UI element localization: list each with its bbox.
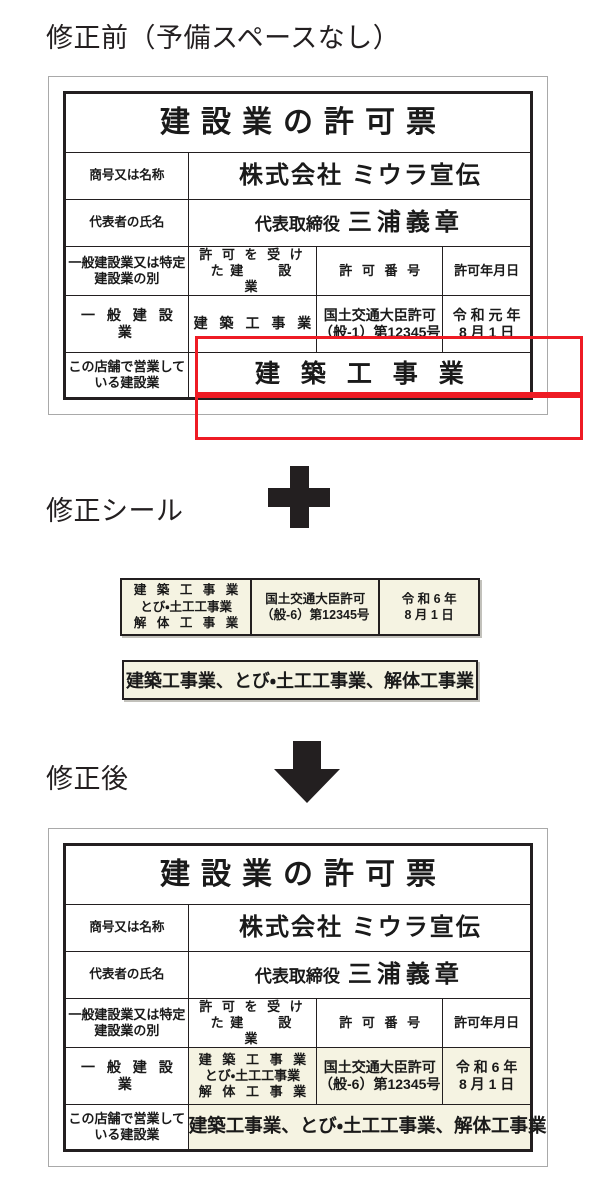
value-representative-after: 代表取締役三浦義章 [187, 951, 533, 999]
sticker-date-line1: 令 和 6 年 [401, 591, 457, 606]
rep-title-after: 代表取締役 [254, 967, 340, 987]
table-row-column-headers: 一般建設業又は特定建設業の別 許 可 を 受 け た 建 設 業 許 可 番 号… [64, 246, 532, 296]
sticker-date-line2: 8 月 1 日 [404, 608, 454, 622]
permit-table-after: 建設業の許可票 商号又は名称 株式会社 ミウラ宣伝 代表者の氏名 代表取締役三浦… [63, 843, 547, 1152]
table-row-company: 商号又は名称 株式会社 ミウラ宣伝 [64, 152, 533, 200]
after-date-line2: 8 月 1 日 [459, 1075, 515, 1092]
value-license-number-after: 国土交通大臣許可 （般-6）第12345号 [316, 1046, 444, 1105]
before-section-title: 修正前（予備スペースなし） [46, 23, 401, 53]
after-number-line2: （般-6）第12345号 [319, 1075, 441, 1092]
sticker-number-line1: 国土交通大臣許可 [265, 591, 366, 606]
table-row-company: 商号又は名称 株式会社 ミウラ宣伝 [64, 904, 533, 952]
permit-sign-before: 建設業の許可票 商号又は名称 株式会社 ミウラ宣伝 代表者の氏名 代表取締役三浦… [48, 76, 583, 440]
label-license-date: 許可年月日 [442, 246, 532, 296]
license-date-line1: 令 和 元 年 [452, 306, 521, 323]
table-row-license-data: 一 般 建 設 業 建 築 工 事 業 国土交通大臣許可 （般-1）第12345… [64, 294, 532, 353]
label-licensed-trade-after: 許 可 を 受 け た 建 設 業 [187, 998, 323, 1048]
label-representative: 代表者の氏名 [64, 199, 189, 247]
table-row-representative: 代表者の氏名 代表取締役三浦義章 [64, 951, 533, 999]
sign-header-title-after: 建設業の許可票 [64, 844, 532, 905]
sticker-license-number: 国土交通大臣許可 （般-6）第12345号 [250, 580, 378, 634]
label-shop-trades-after: この店舗で営業している建設業 [64, 1103, 189, 1151]
highlight-shop-row [195, 395, 583, 440]
license-number-line2: （般-1）第12345号 [319, 323, 441, 340]
permit-sign-after: 建設業の許可票 商号又は名称 株式会社 ミウラ宣伝 代表者の氏名 代表取締役三浦… [48, 828, 548, 1167]
after-number-line1: 国土交通大臣許可 [323, 1058, 436, 1075]
table-row-column-headers: 一般建設業又は特定建設業の別 許 可 を 受 け た 建 設 業 許 可 番 号… [64, 998, 532, 1048]
sticker-number-line2: （般-6）第12345号 [261, 608, 370, 622]
down-arrow-icon [274, 741, 340, 803]
value-license-date-before: 令 和 元 年 8 月 1 日 [442, 294, 532, 353]
rep-title: 代表取締役 [254, 215, 340, 235]
after-trade-1: 建 築 工 事 業 [198, 1051, 310, 1067]
after-trade-3: 解 体 工 事 業 [198, 1083, 310, 1099]
value-shop-trades-before: 建 築 工 事 業 [187, 351, 533, 399]
sticker-license-date: 令 和 6 年 8 月 1 日 [378, 580, 478, 634]
sign-header-title: 建設業の許可票 [64, 92, 532, 153]
label-license-date-after: 許可年月日 [442, 998, 532, 1048]
sticker-trade-2: とび・土工工事業 [140, 599, 232, 614]
label-shop-trades: この店舗で営業している建設業 [64, 351, 189, 399]
label-licensed-trade: 許 可 を 受 け た 建 設 業 [187, 246, 323, 296]
license-date-line2: 8 月 1 日 [459, 323, 515, 340]
after-section-title: 修正後 [46, 764, 129, 794]
after-date-line1: 令 和 6 年 [455, 1058, 518, 1075]
table-row-shop-trades: この店舗で営業している建設業 建 築 工 事 業 [64, 351, 533, 399]
correction-sticker-license-row: 建 築 工 事 業 とび・土工工事業 解 体 工 事 業 国土交通大臣許可 （般… [120, 578, 480, 636]
label-license-class-after: 一般建設業又は特定建設業の別 [64, 998, 189, 1048]
sticker-trade-3: 解 体 工 事 業 [133, 616, 242, 631]
license-number-line1: 国土交通大臣許可 [323, 306, 436, 323]
table-row-representative: 代表者の氏名 代表取締役三浦義章 [64, 199, 533, 247]
value-license-date-after: 令 和 6 年 8 月 1 日 [442, 1046, 532, 1105]
sticker-trades: 建 築 工 事 業 とび・土工工事業 解 体 工 事 業 [122, 580, 250, 634]
after-trade-2: とび・土工工事業 [204, 1067, 301, 1083]
value-licensed-trade-before: 建 築 工 事 業 [187, 294, 318, 353]
value-company: 株式会社 ミウラ宣伝 [187, 152, 533, 200]
value-company-after: 株式会社 ミウラ宣伝 [187, 904, 533, 952]
permit-table-before: 建設業の許可票 商号又は名称 株式会社 ミウラ宣伝 代表者の氏名 代表取締役三浦… [63, 91, 533, 400]
value-license-class-after: 一 般 建 設 業 [64, 1046, 189, 1105]
value-license-class: 一 般 建 設 業 [64, 294, 189, 353]
value-shop-trades-after: 建築工事業、とび・土工工事業、解体工事業 [187, 1103, 547, 1151]
sticker-shop-trades: 建築工事業、とび・土工工事業、解体工事業 [125, 671, 475, 691]
table-row-header: 建設業の許可票 [64, 844, 532, 905]
rep-name: 三浦義章 [347, 209, 464, 237]
table-row-license-data: 一 般 建 設 業 建 築 工 事 業 とび・土工工事業 解 体 工 事 業 国… [64, 1046, 532, 1105]
table-row-header: 建設業の許可票 [64, 92, 532, 153]
plus-icon [268, 466, 330, 528]
label-license-number: 許 可 番 号 [316, 246, 444, 296]
sticker-trade-1: 建 築 工 事 業 [133, 583, 242, 598]
correction-sticker-shop-row: 建築工事業、とび・土工工事業、解体工事業 [122, 660, 478, 700]
sticker-section-title: 修正シール [46, 496, 184, 526]
label-company: 商号又は名称 [64, 152, 189, 200]
value-license-number-before: 国土交通大臣許可 （般-1）第12345号 [316, 294, 444, 353]
table-row-shop-trades: この店舗で営業している建設業 建築工事業、とび・土工工事業、解体工事業 [64, 1103, 547, 1151]
label-license-number-after: 許 可 番 号 [316, 998, 444, 1048]
label-license-class: 一般建設業又は特定建設業の別 [64, 246, 189, 296]
label-representative-after: 代表者の氏名 [64, 951, 189, 999]
value-representative: 代表取締役三浦義章 [187, 199, 533, 247]
rep-name-after: 三浦義章 [347, 961, 464, 989]
value-licensed-trade-after: 建 築 工 事 業 とび・土工工事業 解 体 工 事 業 [187, 1046, 318, 1105]
label-company-after: 商号又は名称 [64, 904, 189, 952]
